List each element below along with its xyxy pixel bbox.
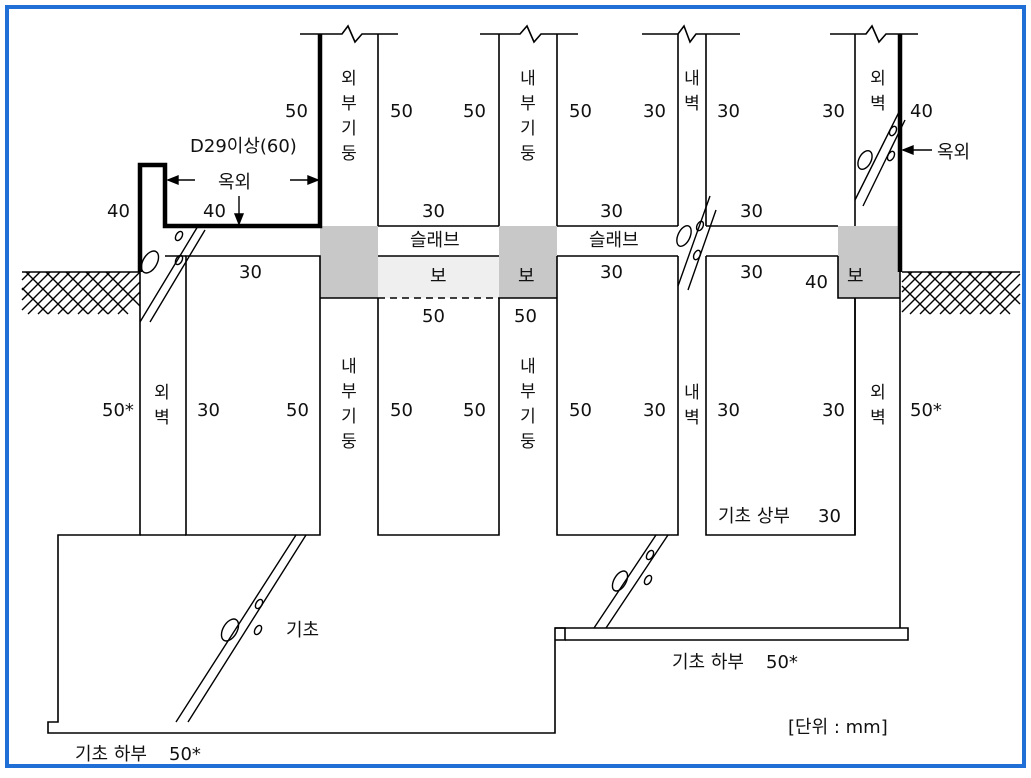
foundation-top-label: 기초 상부: [718, 506, 790, 527]
cover-slab-top-1: 30: [422, 201, 445, 222]
outdoor-left: 옥외: [218, 172, 251, 193]
cover-slab-top-2: 30: [600, 201, 623, 222]
cover-lower-extwall-right-outer: 50*: [910, 400, 942, 421]
cover-lower-intcol2-right: 50: [569, 400, 592, 421]
cover-lower-intwall-right: 30: [717, 400, 740, 421]
foundation-bottom-right-value: 50*: [766, 652, 798, 673]
foundation-top-value: 30: [818, 506, 841, 527]
cover-upper-extcol-left: 50: [285, 101, 308, 122]
foundation-label: 기초: [286, 620, 319, 641]
cover-upper-intwall-right: 30: [717, 101, 740, 122]
cover-parapet-top: 40: [203, 201, 226, 222]
cover-upper-intwall-left: 30: [643, 101, 666, 122]
cover-lower-intcol1-right: 50: [390, 400, 413, 421]
column-slab-joint-1: [320, 226, 378, 298]
d29-note: D29이상(60): [190, 136, 297, 157]
cover-lower-extwall-left-outer: 50*: [102, 400, 134, 421]
cover-lower-intwall-left: 30: [643, 400, 666, 421]
beam-light-fill: [378, 256, 499, 298]
foundation-bottom-right-label: 기초 하부: [672, 652, 744, 673]
cover-upper-extwall-right: 40: [910, 101, 933, 122]
structure-outlines: [47, 24, 918, 734]
rebar-symbols: [139, 109, 906, 723]
cover-upper-intcol-right: 50: [569, 101, 592, 122]
cover-heavy-lines: [137, 34, 903, 272]
cover-upper-intcol-left: 50: [463, 101, 486, 122]
cover-beam-bottom-1: 50: [422, 306, 445, 327]
cover-parapet-outer: 40: [107, 201, 130, 222]
cover-slab-top-3: 30: [740, 201, 763, 222]
slab-label-1: 슬래브: [410, 230, 460, 251]
ground-hatch-left: [21, 271, 141, 315]
cover-upper-extwall-left: 30: [822, 101, 845, 122]
slab-label-2: 슬래브: [589, 230, 639, 251]
column-slab-joint-2: [499, 226, 557, 298]
ground-hatch-right: [901, 271, 1021, 315]
foundation-bottom-left-value: 50*: [169, 744, 201, 765]
cover-beam-bottom-2: 50: [514, 306, 537, 327]
cover-arrows: [166, 144, 932, 226]
cover-lower-extwall-left-inner: 30: [197, 400, 220, 421]
cover-lower-intcol2-left: 50: [463, 400, 486, 421]
foundation-bottom-left-label: 기초 하부: [75, 744, 147, 765]
cover-lower-extwall-right-inner: 30: [822, 400, 845, 421]
cover-upper-extcol-right: 50: [390, 101, 413, 122]
beam-label-1: 보: [430, 266, 447, 287]
cover-slab-bottom-1: 30: [239, 262, 262, 283]
cover-lower-intcol1-left: 50: [286, 400, 309, 421]
wall-slab-joint: [838, 226, 900, 298]
beam-label-2: 보: [518, 266, 535, 287]
cover-slab-bottom-3: 30: [740, 262, 763, 283]
outdoor-right: 옥외: [937, 142, 970, 163]
beam-label-3: 보: [847, 266, 864, 287]
cover-beam-side: 40: [805, 272, 828, 293]
cover-slab-bottom-2: 30: [600, 262, 623, 283]
outer-frame: [5, 5, 1026, 768]
unit-label: [단위 : mm]: [788, 717, 888, 738]
